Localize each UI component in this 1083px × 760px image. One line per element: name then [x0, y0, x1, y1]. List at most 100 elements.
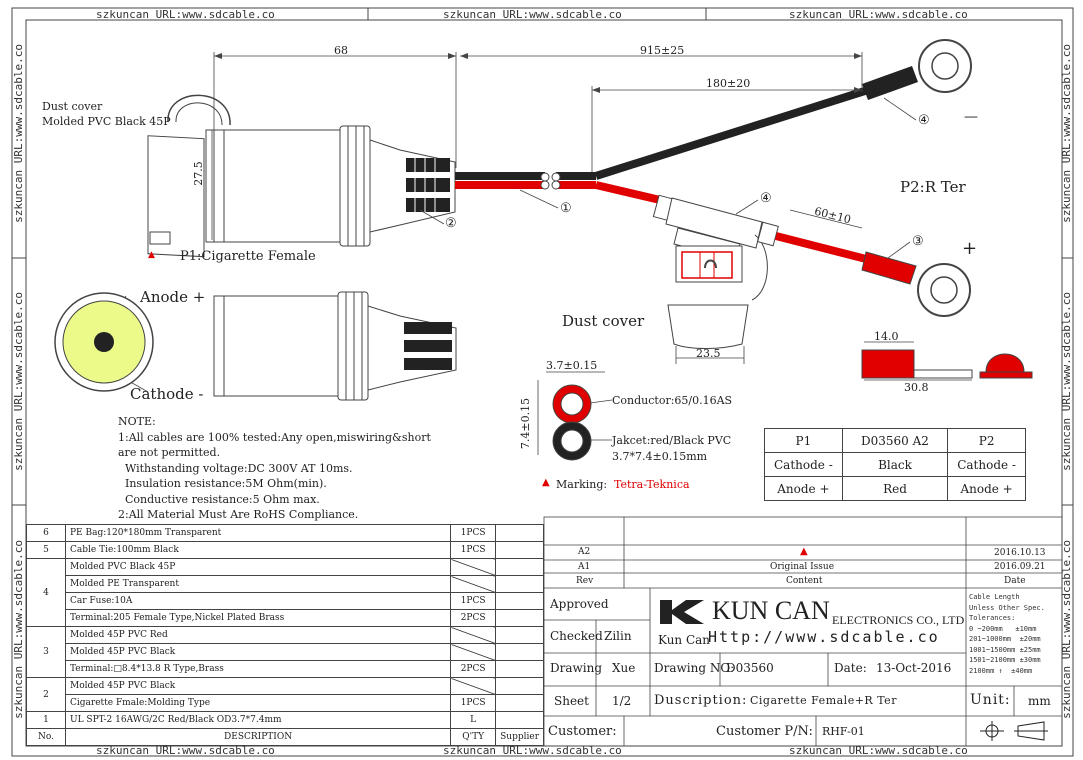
projection-symbol — [980, 721, 1048, 741]
content-header: Content — [786, 576, 823, 586]
checked-by: Zilin — [604, 629, 632, 643]
fuse-holder — [652, 194, 779, 301]
red-sleeve — [861, 251, 917, 285]
dimension-arrows — [214, 53, 862, 93]
plus-sign: + — [962, 238, 978, 259]
item-supplier — [495, 541, 544, 559]
dust-cover-part — [667, 304, 749, 349]
column-header-description: DESCRIPTION — [64, 728, 452, 746]
table-cell: Anode + — [947, 476, 1026, 501]
callout-4-fuse: ④ — [760, 191, 772, 206]
outer-border — [11, 7, 1074, 757]
item-quantity: 1PCS — [450, 592, 497, 610]
item-quantity: 1PCS — [450, 541, 497, 559]
note-line: Conductive resistance:5 Ohm max. — [118, 492, 320, 506]
tolerance-line: Cable Length — [969, 593, 1020, 601]
cathode-label: Cathode - — [130, 385, 204, 403]
sleeve-detail — [861, 349, 1033, 379]
watermark-right-3: szkuncan URL:www.sdcable.co — [1060, 540, 1073, 719]
marking-triangle-icon: ▲ — [542, 477, 550, 488]
table-row: Molded 45P PVC Black — [27, 643, 544, 661]
table-header: D03560 A2 — [841, 428, 949, 453]
marking-label: Marking: — [556, 478, 608, 491]
jacket-size: 3.7*7.4±0.15mm — [612, 450, 708, 463]
p1-label: P1:Cigarette Female — [180, 249, 316, 264]
red-branch-wire — [775, 232, 871, 264]
minus-sign: — — [964, 109, 978, 125]
checked-label: Checked — [550, 629, 603, 643]
item-supplier — [495, 626, 544, 644]
dim-3-7: 3.7±0.15 — [546, 359, 598, 372]
brand-name: Kun Can — [658, 633, 711, 647]
table-cell: Black — [841, 452, 949, 477]
tolerance-line: 1001~1500mm ±25mm — [969, 645, 1041, 654]
table-cell: Cathode - — [764, 452, 843, 477]
marking-value: Tetra-Teknica — [614, 478, 690, 491]
plug-side-view — [213, 291, 457, 401]
callout-4-top: ④ — [918, 113, 930, 128]
table-cell: Red — [841, 476, 949, 501]
item-description: Cigarette Fmale:Molding Type — [64, 694, 452, 712]
item-quantity — [450, 558, 497, 576]
dim-7-4: 7.4±0.15 — [519, 397, 533, 450]
item-number: 6 — [26, 524, 66, 542]
item-quantity: 1PCS — [450, 694, 497, 712]
company-suffix: ELECTRONICS CO., LTD — [832, 613, 965, 627]
dim-180: 180±20 — [706, 77, 751, 90]
dim-27: 27.5 — [191, 161, 205, 186]
date-label: Date: — [834, 661, 867, 675]
table-row: Cathode - Black Cathode - — [764, 452, 1026, 477]
rev-a2-marker-icon: ▲ — [800, 546, 808, 557]
customer-label: Customer: — [548, 724, 617, 739]
item-quantity: 2PCS — [450, 609, 497, 627]
table-row: P1 D03560 A2 P2 — [764, 428, 1026, 453]
date-header: Date — [1004, 576, 1026, 586]
dust-cover-label: Dust cover — [42, 100, 103, 113]
drawing-no-value: D03560 — [726, 661, 774, 675]
callout-1: ① — [560, 201, 572, 216]
approved-label: Approved — [550, 597, 609, 611]
sheet-value: 1/2 — [612, 694, 632, 708]
item-supplier — [495, 677, 544, 695]
item-supplier — [495, 575, 544, 593]
note-line: NOTE: — [118, 415, 156, 428]
table-row: Anode + Red Anode + — [764, 476, 1026, 501]
item-supplier — [495, 609, 544, 627]
item-quantity — [450, 643, 497, 661]
rev-a2: A2 — [578, 547, 591, 557]
p1-marker-icon: ▲ — [148, 250, 155, 260]
watermark-bottom-2: szkuncan URL:www.sdcable.co — [443, 744, 622, 757]
plug-end-view — [54, 292, 154, 392]
kuncan-logo — [660, 600, 704, 624]
column-header-no: No. — [26, 728, 66, 746]
description-label: Duscription: — [654, 693, 748, 708]
table-row: Terminal:205 Female Type,Nickel Plated B… — [27, 609, 544, 627]
table-cell: Anode + — [764, 476, 843, 501]
red-wire-left — [455, 181, 545, 189]
rev-a1: A1 — [578, 562, 591, 572]
item-number: 4 — [26, 558, 66, 627]
item-description: Car Fuse:10A — [64, 592, 452, 610]
rev-a1-date: 2016.09.21 — [994, 562, 1046, 572]
item-quantity: 1PCS — [450, 524, 497, 542]
notes-block: NOTE: 1:All cables are 100% tested:Any o… — [118, 414, 431, 523]
rev-a1-content: Original Issue — [770, 562, 835, 572]
item-number: 3 — [26, 626, 66, 678]
cable-cross-section — [552, 384, 592, 461]
note-line: Insulation resistance:5M Ohm(min). — [118, 477, 327, 490]
item-description: Molded PE Transparent — [64, 575, 452, 593]
item-supplier — [495, 711, 544, 729]
item-quantity — [450, 575, 497, 593]
dim-915: 915±25 — [640, 44, 685, 57]
red-wire-right — [556, 181, 596, 189]
callout-3: ③ — [912, 234, 924, 249]
item-number: 2 — [26, 677, 66, 712]
black-wire-left — [455, 172, 545, 180]
